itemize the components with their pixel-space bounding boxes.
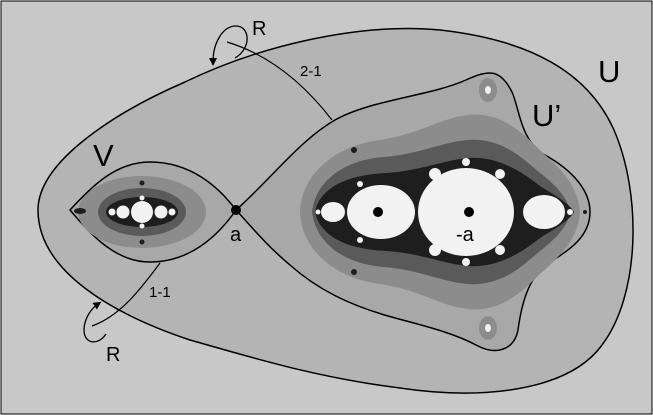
label-neg-a: -a: [456, 224, 475, 246]
label-map-1-1: 1-1: [149, 284, 171, 301]
small-fractal: [74, 176, 206, 248]
label-u-prime: U’: [532, 98, 561, 133]
point-neg-a: [464, 207, 474, 217]
label-a: a: [230, 224, 242, 246]
label-r-top: R: [252, 18, 266, 40]
map-line-1-1: [91, 262, 161, 327]
label-u: U: [598, 54, 620, 89]
point-a: [231, 205, 241, 215]
label-map-2-1: 2-1: [300, 63, 322, 80]
curved-arrow-icon: [209, 25, 248, 66]
point-fixed: [373, 207, 383, 217]
curved-arrow-icon: [83, 301, 107, 343]
label-v: V: [93, 138, 114, 173]
label-r-bottom: R: [106, 344, 120, 366]
map-line-2-1: [226, 41, 333, 121]
